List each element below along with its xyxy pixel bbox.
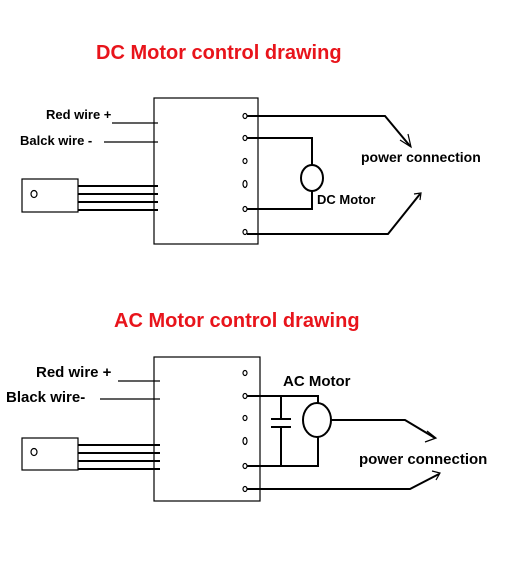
ac-power-arrow-icon <box>431 470 441 481</box>
dc-power-arrow-icon <box>413 192 422 201</box>
dc-black-wire-label: Balck wire - <box>20 133 92 148</box>
ac-controller-box <box>153 356 261 502</box>
dc-power-wire-top <box>247 115 411 147</box>
ac-motor-label: AC Motor <box>283 373 351 390</box>
ac-section-title: AC Motor control drawing <box>114 310 360 332</box>
ac-terminal <box>242 369 248 377</box>
dc-section-title: DC Motor control drawing <box>96 42 342 64</box>
dc-motor-symbol <box>300 164 324 192</box>
ac-black-wire-label: Black wire- <box>6 389 85 406</box>
dc-terminal <box>242 179 248 189</box>
ac-power-arrow-icon <box>424 430 438 443</box>
dc-controller-box <box>153 97 259 245</box>
ac-motor-symbol <box>302 402 332 438</box>
ac-power-wire-top <box>331 419 436 439</box>
ac-receiver-module <box>21 437 79 471</box>
ac-motor-wire <box>247 436 319 467</box>
dc-motor-wire <box>247 190 313 210</box>
dc-motor-label: DC Motor <box>317 192 376 207</box>
dc-terminal <box>242 157 248 165</box>
dc-power-arrow-icon <box>399 133 412 149</box>
ac-terminal <box>242 414 248 422</box>
dc-receiver-module <box>21 178 79 213</box>
dc-receiver-hole <box>30 189 38 199</box>
dc-motor-wire <box>247 137 313 165</box>
ac-red-wire-label: Red wire + <box>36 364 112 381</box>
ac-receiver-hole <box>30 447 38 457</box>
ac-terminal <box>242 436 248 446</box>
ac-motor-wire <box>247 395 319 404</box>
dc-power-label: power connection <box>361 149 481 165</box>
dc-terminal <box>242 228 248 236</box>
dc-power-wire-bottom <box>247 193 421 235</box>
ac-motor-section: AC Motor control drawing Red wire + Blac… <box>6 310 487 502</box>
ac-power-wire-bottom <box>247 473 440 490</box>
dc-red-wire-label: Red wire + <box>46 107 112 122</box>
dc-motor-section: DC Motor control drawing Red wire + Balc… <box>20 42 481 245</box>
ac-power-label: power connection <box>359 451 487 468</box>
